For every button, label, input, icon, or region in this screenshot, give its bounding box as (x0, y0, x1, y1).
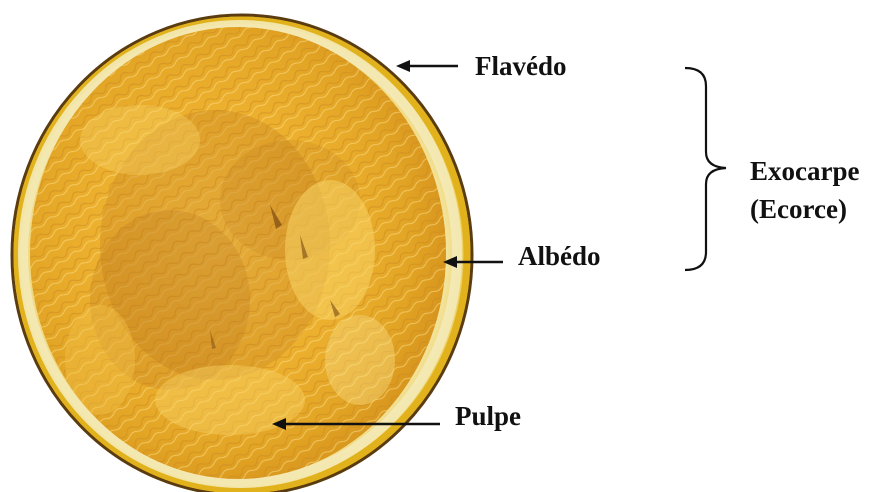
label-ecorce: (Ecorce) (750, 190, 859, 228)
fruit-photo (12, 15, 472, 492)
label-albedo: Albédo (518, 243, 601, 270)
label-flavedo: Flavédo (475, 53, 567, 80)
label-exocarpe: Exocarpe (750, 152, 859, 190)
label-pulpe: Pulpe (455, 403, 521, 430)
arrow-flavedo (396, 60, 458, 72)
label-exocarpe-group: Exocarpe (Ecorce) (750, 152, 859, 228)
exocarpe-brace (685, 68, 726, 270)
